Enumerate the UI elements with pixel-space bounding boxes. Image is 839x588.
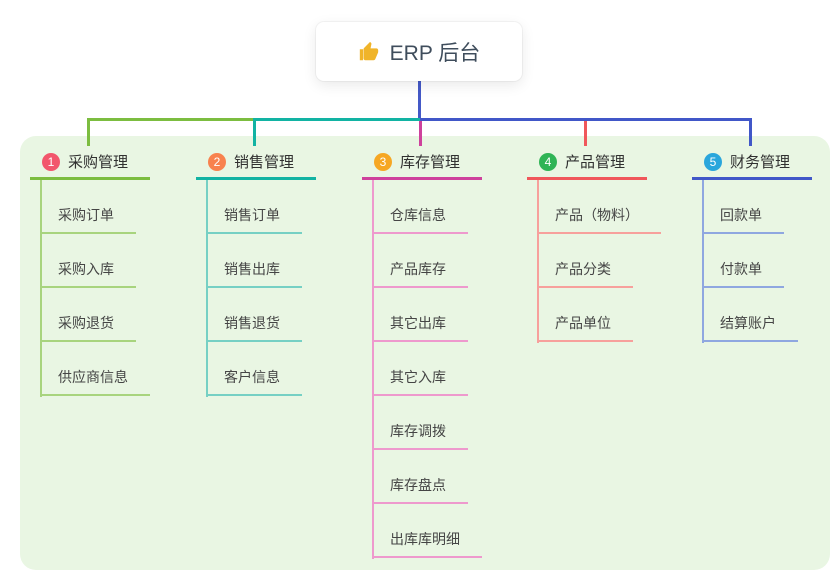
branch-child-trunk-line: [206, 180, 208, 397]
connector-bus-segment-teal: [254, 118, 420, 121]
branch-title: 产品管理: [565, 154, 626, 171]
branch-4: 4 产品管理产品（物料） 产品分类产品单位: [527, 146, 661, 343]
child-row: 产品（物料）: [527, 180, 661, 234]
child-node[interactable]: 库存盘点: [372, 475, 468, 504]
child-node[interactable]: 出库库明细: [372, 529, 482, 558]
root-node-label: ERP 后台: [389, 41, 481, 65]
branch-header-4[interactable]: 4 产品管理: [527, 146, 647, 180]
child-node[interactable]: 产品分类: [537, 259, 633, 288]
child-row: 产品库存: [362, 234, 482, 288]
branch-number-badge: 5: [704, 152, 722, 171]
child-node[interactable]: 仓库信息: [372, 205, 468, 234]
branch-number-badge: 3: [374, 152, 392, 171]
branch-child-trunk-line: [702, 180, 704, 343]
branch-title: 采购管理: [68, 154, 129, 171]
child-row: 销售退货: [196, 288, 316, 342]
child-row: 采购入库: [30, 234, 150, 288]
child-node[interactable]: 其它入库: [372, 367, 468, 396]
child-node[interactable]: 供应商信息: [40, 367, 150, 396]
child-row: 其它入库: [362, 342, 482, 396]
child-row: 销售订单: [196, 180, 316, 234]
branch-header-3[interactable]: 3 库存管理: [362, 146, 482, 180]
child-node[interactable]: 回款单: [702, 205, 784, 234]
child-node[interactable]: 客户信息: [206, 367, 302, 396]
branch-title: 销售管理: [234, 154, 295, 171]
child-row: 结算账户: [692, 288, 812, 342]
branch-title: 财务管理: [730, 154, 791, 171]
child-node[interactable]: 产品单位: [537, 313, 633, 342]
branch-3: 3 库存管理仓库信息产品库存其它出库其它入库库存调拨库存盘点出库库明细: [362, 146, 482, 559]
child-node[interactable]: 销售退货: [206, 313, 302, 342]
child-row: 其它出库: [362, 288, 482, 342]
child-row: 产品单位: [527, 288, 661, 342]
thumbs-up-icon: [359, 41, 378, 60]
child-row: 销售出库: [196, 234, 316, 288]
child-node[interactable]: 产品库存: [372, 259, 468, 288]
child-row: 回款单: [692, 180, 812, 234]
branch-header-2[interactable]: 2 销售管理: [196, 146, 316, 180]
connector-branch-drop-1: [87, 118, 90, 146]
child-row: 库存调拨: [362, 396, 482, 450]
branch-number-badge: 1: [42, 152, 60, 171]
branch-number-badge: 4: [539, 152, 557, 171]
child-node[interactable]: 采购退货: [40, 313, 136, 342]
child-node[interactable]: 其它出库: [372, 313, 468, 342]
branch-1: 1 采购管理采购订单采购入库采购退货供应商信息: [30, 146, 150, 397]
root-node[interactable]: ERP 后台: [316, 22, 522, 81]
child-row: 产品分类: [527, 234, 661, 288]
connector-branch-drop-2: [253, 118, 256, 146]
connector-bus-segment-green: [87, 118, 254, 121]
child-node[interactable]: 销售出库: [206, 259, 302, 288]
connector-branch-drop-4: [584, 121, 587, 146]
child-node[interactable]: 付款单: [702, 259, 784, 288]
branch-header-1[interactable]: 1 采购管理: [30, 146, 150, 180]
connector-root-drop: [418, 81, 421, 121]
connector-bus-segment-blue: [420, 118, 752, 121]
branch-number-badge: 2: [208, 152, 226, 171]
branch-header-5[interactable]: 5 财务管理: [692, 146, 812, 180]
child-row: 采购订单: [30, 180, 150, 234]
branch-5: 5 财务管理回款单付款单结算账户: [692, 146, 812, 343]
child-row: 付款单: [692, 234, 812, 288]
child-row: 采购退货: [30, 288, 150, 342]
child-node[interactable]: 采购订单: [40, 205, 136, 234]
branch-child-trunk-line: [372, 180, 374, 559]
child-node[interactable]: 产品（物料）: [537, 205, 661, 234]
branch-2: 2 销售管理销售订单销售出库销售退货客户信息: [196, 146, 316, 397]
child-node[interactable]: 采购入库: [40, 259, 136, 288]
child-node[interactable]: 结算账户: [702, 313, 798, 342]
child-row: 出库库明细: [362, 504, 482, 558]
child-row: 库存盘点: [362, 450, 482, 504]
connector-branch-drop-3: [419, 121, 422, 146]
branch-child-trunk-line: [40, 180, 42, 397]
branch-child-trunk-line: [537, 180, 539, 343]
child-node[interactable]: 库存调拨: [372, 421, 468, 450]
branch-title: 库存管理: [400, 154, 461, 171]
connector-branch-drop-5: [749, 118, 752, 146]
child-row: 供应商信息: [30, 342, 150, 396]
child-row: 客户信息: [196, 342, 316, 396]
child-row: 仓库信息: [362, 180, 482, 234]
child-node[interactable]: 销售订单: [206, 205, 302, 234]
branches-panel: [20, 136, 830, 570]
